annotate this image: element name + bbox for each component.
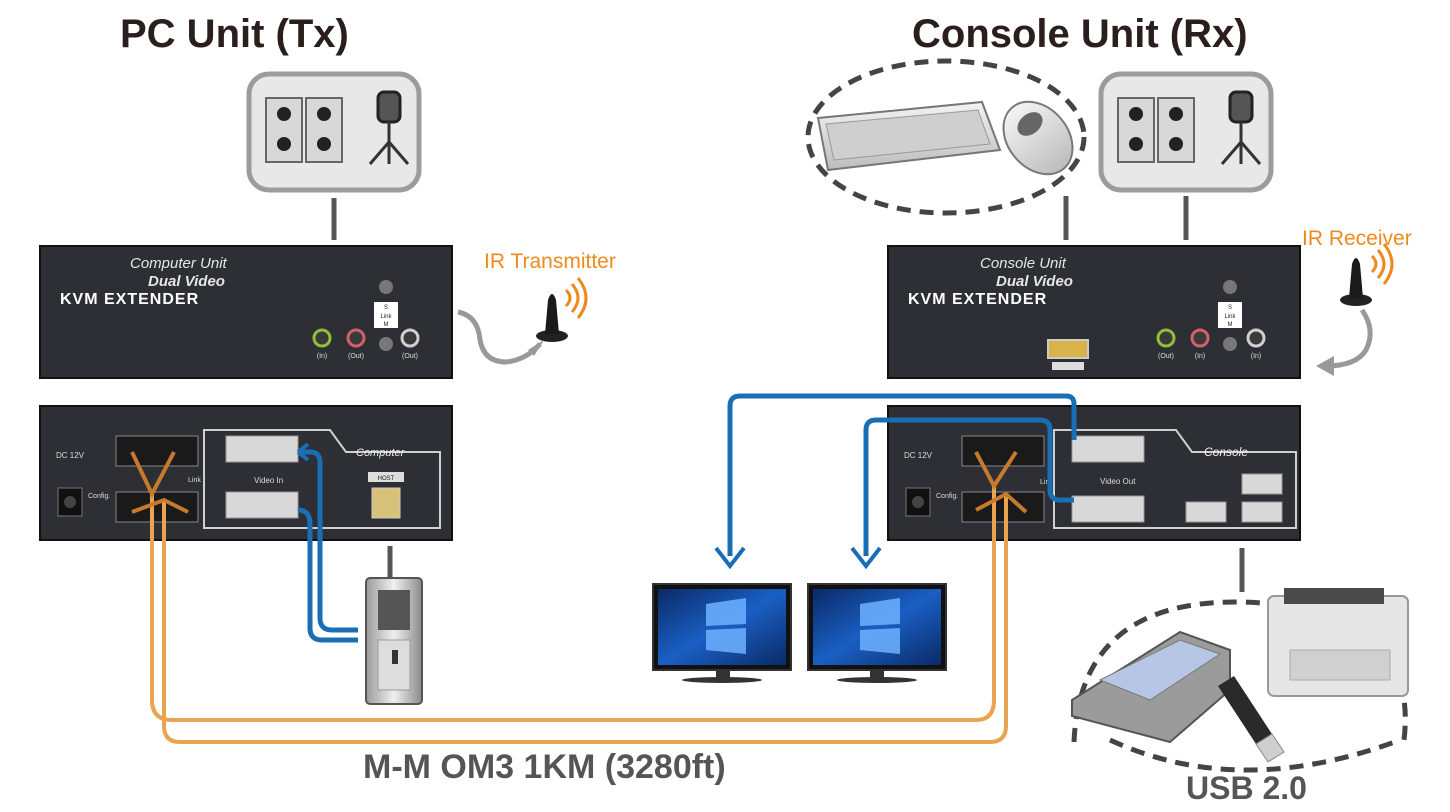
usb-stick-icon	[1218, 676, 1285, 763]
rx-port-in: (In)	[1195, 353, 1206, 360]
fiber-cable-label: M-M OM3 1KM (3280ft)	[363, 748, 726, 786]
mouse-icon	[1002, 100, 1074, 176]
rx-rear-power: DC 12V	[904, 451, 933, 460]
rx-rear-config: Config.	[936, 493, 958, 500]
fiber-cables	[130, 450, 1028, 744]
rx-rear-video: Video Out	[1100, 477, 1136, 486]
speaker-icon	[1117, 97, 1195, 163]
rx-front-model: Console Unit	[980, 255, 1067, 272]
monitor-icon	[652, 583, 792, 683]
tx-rear-section: Computer	[356, 447, 406, 459]
rx-rear-link: Link	[1040, 479, 1053, 486]
tx-rear-link: Link	[188, 477, 201, 484]
monitor-icon	[807, 583, 947, 683]
rx-port-in-ir: (In)	[1251, 353, 1262, 360]
rx-port-out: (Out)	[1158, 353, 1174, 360]
ir-receiver-device	[1316, 243, 1394, 376]
rx-led-m: M	[1228, 322, 1233, 328]
rx-front-product: KVM EXTENDER	[908, 291, 1047, 308]
speaker-icon	[265, 97, 343, 163]
microphone-icon	[368, 90, 410, 165]
microphone-icon	[1220, 90, 1262, 165]
usb-label: USB 2.0	[1186, 770, 1307, 806]
video-cables	[296, 393, 1077, 643]
tx-front-model: Computer Unit	[130, 255, 228, 272]
keyboard-icon	[816, 100, 1002, 172]
ir-transmitter-device	[457, 277, 588, 365]
tx-rear-video: Video In	[254, 476, 283, 485]
tx-led-link: Link	[380, 314, 392, 320]
rx-rear-section: Console	[1204, 445, 1248, 459]
tx-rear-panel: DC 12V Config. Link Video In Computer HO…	[39, 405, 453, 541]
scanner-icon	[1071, 630, 1231, 744]
tx-title: PC Unit (Tx)	[120, 12, 349, 56]
rx-front-panel: Console Unit Dual Video KVM EXTENDER S L…	[887, 245, 1301, 379]
tx-port-in: (In)	[317, 353, 328, 360]
tx-led-s: S	[384, 305, 388, 311]
pc-tower-icon	[365, 577, 423, 705]
tx-front-panel: Computer Unit Dual Video KVM EXTENDER S …	[39, 245, 453, 379]
device-connector-lines	[331, 196, 1245, 592]
tx-rear-host: HOST	[378, 476, 395, 482]
rx-title: Console Unit (Rx)	[912, 12, 1248, 56]
keyboard-mouse-group	[805, 58, 1087, 216]
tx-rear-config: Config.	[88, 493, 110, 500]
tx-port-out: (Out)	[348, 353, 364, 360]
rx-audio-devices	[1098, 71, 1274, 193]
tx-port-out-ir: (Out)	[402, 353, 418, 360]
rx-front-variant: Dual Video	[996, 273, 1073, 290]
tx-audio-devices	[246, 71, 422, 193]
rx-led-s: S	[1228, 305, 1232, 311]
rx-led-link: Link	[1224, 314, 1236, 320]
usb-devices-group	[1071, 588, 1409, 773]
tx-rear-power: DC 12V	[56, 451, 85, 460]
tx-led-m: M	[384, 322, 389, 328]
tx-front-variant: Dual Video	[148, 273, 225, 290]
printer-icon	[1267, 588, 1409, 697]
rx-rear-panel: DC 12V Config. Link Video Out Console	[887, 405, 1301, 541]
ir-transmitter-label: IR Transmitter	[484, 250, 616, 273]
tx-front-product: KVM EXTENDER	[60, 291, 199, 308]
